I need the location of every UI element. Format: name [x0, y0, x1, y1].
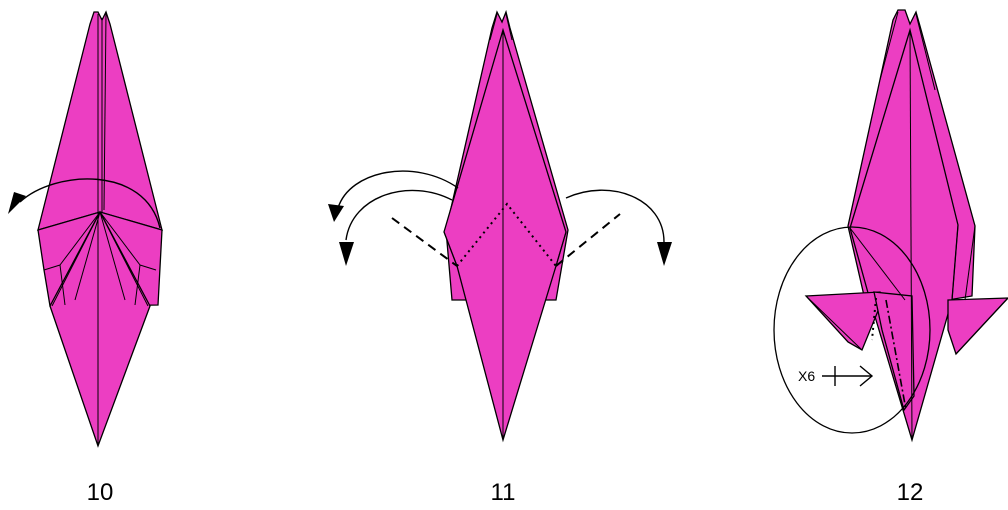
step-12-inner-flap — [874, 292, 914, 410]
repeat-label: X6 — [798, 368, 815, 384]
step-10-figure — [8, 12, 162, 446]
step-12-right-wing — [948, 298, 1008, 354]
step-11-front-layer — [444, 30, 566, 440]
step-11-arrow-right — [566, 190, 672, 266]
step-number-11: 11 — [491, 479, 516, 506]
step-12-left-wing — [806, 292, 880, 350]
repeat-arrow-icon — [822, 366, 872, 386]
step-11-figure — [328, 12, 672, 440]
step-12-figure: X6 — [774, 10, 1008, 440]
step-number-12: 12 — [897, 479, 924, 506]
step-10-upper-flap — [38, 12, 162, 230]
step-11-arrow-left-outer — [328, 171, 458, 222]
step-number-10: 10 — [87, 479, 114, 506]
step-11-arrow-left-inner — [339, 190, 452, 266]
